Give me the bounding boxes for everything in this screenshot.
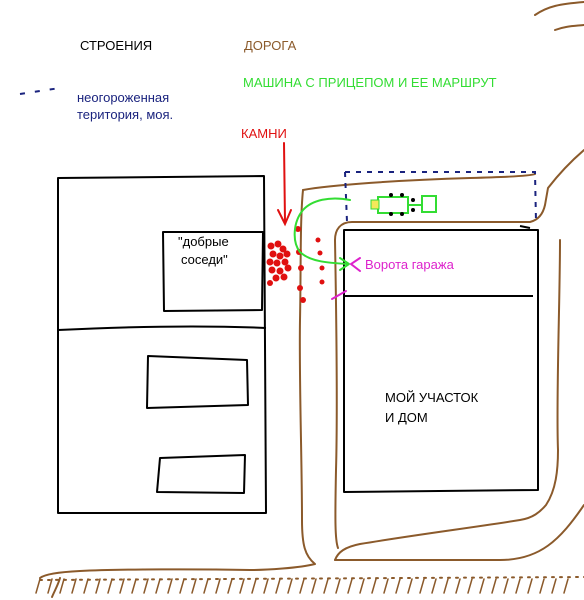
my-house (343, 229, 539, 493)
stones (266, 226, 325, 303)
garage-gate-label: Ворота гаража (365, 257, 454, 272)
unfenced-territory-border (344, 171, 537, 223)
neighbors-label-1: "добрые (178, 234, 229, 249)
car-body (377, 196, 409, 214)
road (39, 1, 584, 598)
stones-arrow (277, 142, 292, 227)
my-plot-label-2: И ДОМ (385, 410, 428, 425)
legend-road-label: ДОРОГА (244, 38, 297, 53)
car-with-trailer (370, 193, 437, 216)
road-hatching (35, 578, 569, 594)
legend-territory-dashes (19, 87, 61, 95)
legend-territory-label-2: територия, моя. (77, 107, 174, 122)
neighbor-building (57, 175, 267, 514)
garage-gate-marker (331, 257, 361, 300)
neighbor-outbuilding-1 (146, 355, 249, 409)
legend-stones-label: КАМНИ (241, 126, 287, 141)
car-route (293, 197, 351, 271)
neighbor-divider (57, 325, 267, 331)
my-house-corner-mark (519, 225, 531, 229)
trailer-body (421, 195, 437, 213)
buildings (57, 175, 539, 514)
legend-territory-label-1: неогороженная (77, 90, 170, 105)
neighbors-label-2: соседи" (181, 252, 228, 267)
neighbor-outbuilding-2 (156, 454, 246, 494)
legend-buildings-label: СТРОЕНИЯ (80, 38, 153, 53)
my-plot-label-1: МОЙ УЧАСТОК (385, 390, 479, 405)
legend-vehicle-route-label: МАШИНА С ПРИЦЕПОМ И ЕЕ МАРШРУТ (243, 75, 497, 90)
neighbors-house (162, 231, 264, 312)
